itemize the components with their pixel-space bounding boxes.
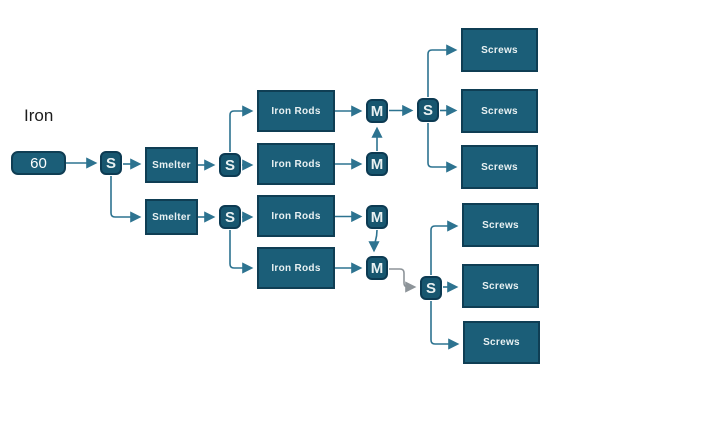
splitter-chip-bottom[interactable]: S <box>420 276 442 300</box>
screws-box-6[interactable]: Screws <box>463 321 540 364</box>
edge-sb-rods4 <box>229 230 254 274</box>
smelter-box-2[interactable]: Smelter <box>145 199 198 235</box>
edge-sbottom-screws6 <box>430 301 460 350</box>
iron-rods-box-3[interactable]: Iron Rods <box>257 195 335 237</box>
edge-sroot-smelterb <box>110 176 142 223</box>
edge-stop-screws3 <box>427 123 458 173</box>
edge-m3-m4 <box>368 229 380 253</box>
edge-sbottom-screws4 <box>430 220 459 275</box>
merger-chip-1[interactable]: M <box>366 99 388 123</box>
iron-source-label: Iron <box>24 106 54 125</box>
edge-stop-screws1 <box>427 44 458 97</box>
screws-box-5[interactable]: Screws <box>462 264 539 308</box>
merger-chip-4[interactable]: M <box>366 256 388 280</box>
input-rate-pill[interactable]: 60 <box>11 151 66 175</box>
smelter-box-1[interactable]: Smelter <box>145 147 198 183</box>
edge-sa-rods1 <box>229 105 254 152</box>
iron-rods-box-4[interactable]: Iron Rods <box>257 247 335 289</box>
iron-rods-box-1[interactable]: Iron Rods <box>257 90 335 132</box>
splitter-chip-top[interactable]: S <box>417 98 439 122</box>
edge-m4-sbottom <box>389 268 417 293</box>
screws-box-4[interactable]: Screws <box>462 203 539 247</box>
screws-box-3[interactable]: Screws <box>461 145 538 189</box>
iron-rods-box-2[interactable]: Iron Rods <box>257 143 335 185</box>
splitter-chip-b[interactable]: S <box>219 205 241 229</box>
screws-box-1[interactable]: Screws <box>461 28 538 72</box>
splitter-chip-root[interactable]: S <box>100 151 122 175</box>
splitter-chip-a[interactable]: S <box>219 153 241 177</box>
screws-box-2[interactable]: Screws <box>461 89 538 133</box>
merger-chip-2[interactable]: M <box>366 152 388 176</box>
merger-chip-3[interactable]: M <box>366 205 388 229</box>
